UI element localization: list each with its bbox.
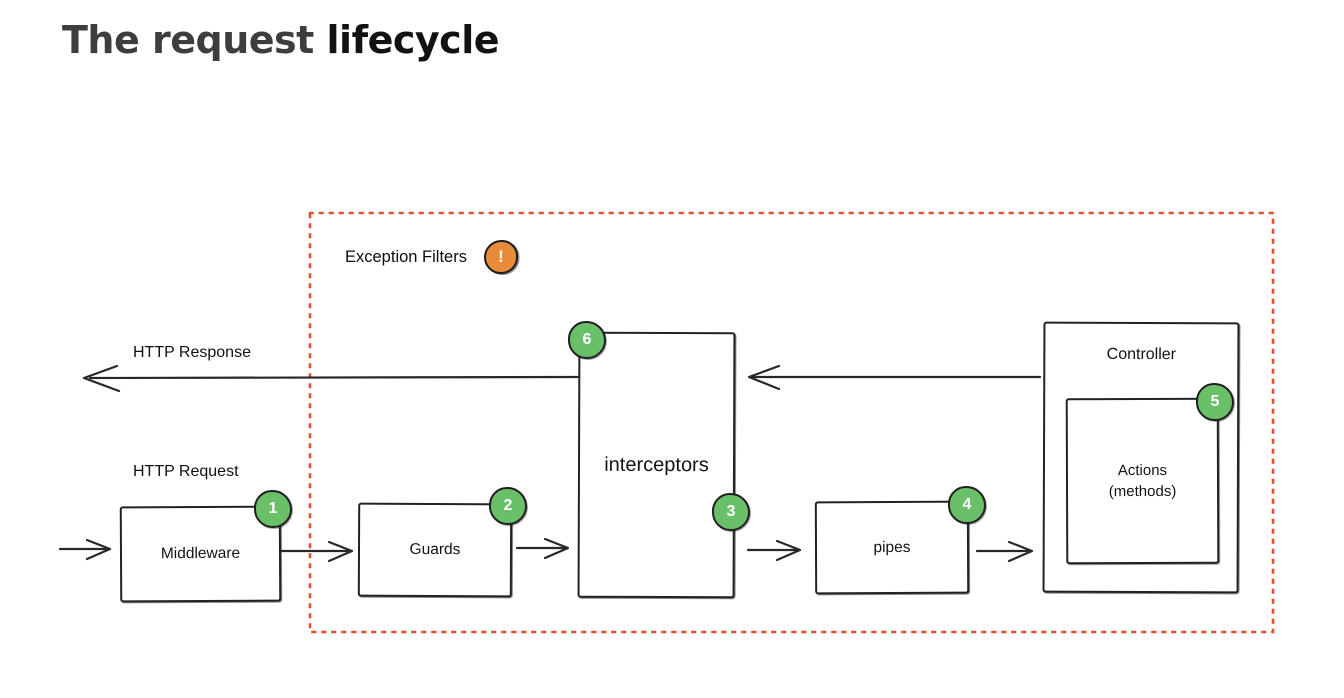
actions-box: Actions (methods) xyxy=(1065,397,1220,565)
step-badge-6: 6 xyxy=(568,321,606,359)
actions-label-line2: (methods) xyxy=(1108,482,1177,501)
step-badge-1: 1 xyxy=(254,490,292,528)
title-prefix: The request xyxy=(62,18,327,62)
interceptors-box: interceptors xyxy=(577,331,736,599)
exclamation-mark: ! xyxy=(498,247,504,266)
page-title: The request lifecycle xyxy=(62,18,500,62)
controller-label: Controller xyxy=(1106,345,1177,364)
actions-label-line1: Actions xyxy=(1117,461,1168,480)
http-request-entry-arrow xyxy=(58,538,112,561)
guards-to-interceptors-arrow xyxy=(515,537,570,560)
title-highlight: lifecycle xyxy=(326,18,500,62)
pipes-box: pipes xyxy=(814,500,970,595)
middleware-to-guards-arrow xyxy=(278,540,354,563)
http-request-label: HTTP Request xyxy=(133,463,239,480)
guards-box: Guards xyxy=(357,502,513,598)
exception-filters-header: Exception Filters ! xyxy=(345,240,518,274)
step-badge-2: 2 xyxy=(489,487,527,525)
pipes-to-controller-arrow xyxy=(975,540,1034,563)
exception-filters-label: Exception Filters xyxy=(345,247,467,266)
step-badge-4: 4 xyxy=(948,486,986,524)
exclamation-icon: ! xyxy=(483,240,518,274)
pipes-label: pipes xyxy=(873,538,911,556)
exception-filters-boundary xyxy=(308,211,1275,634)
interceptors-label: interceptors xyxy=(604,453,709,476)
http-response-arrow xyxy=(82,364,580,393)
controller-to-interceptors-arrow xyxy=(747,364,1042,391)
middleware-label: Middleware xyxy=(160,544,241,563)
guards-label: Guards xyxy=(409,540,461,559)
step-badge-5: 5 xyxy=(1196,383,1234,421)
step-badge-3: 3 xyxy=(712,493,750,531)
interceptors-to-pipes-arrow xyxy=(746,539,802,562)
http-response-label: HTTP Response xyxy=(133,344,251,361)
